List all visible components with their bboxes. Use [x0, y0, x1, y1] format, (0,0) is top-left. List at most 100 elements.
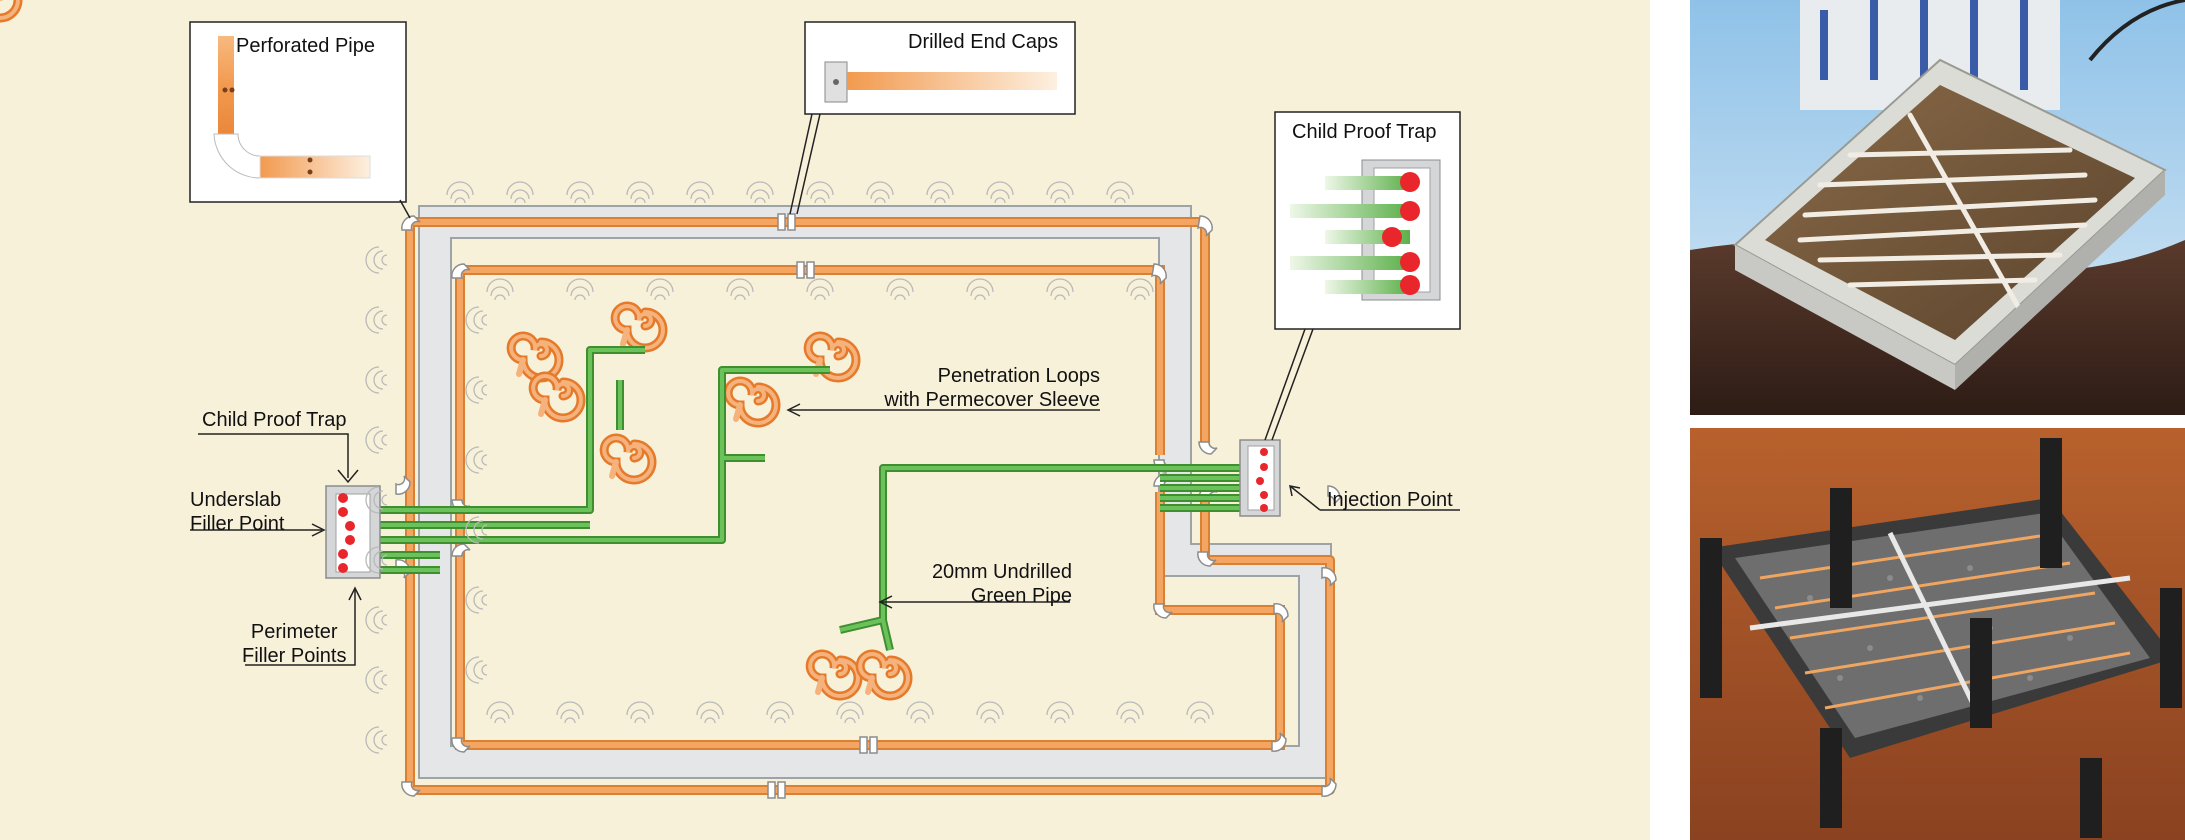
ripple-mark [446, 181, 474, 196]
ripple-mark [365, 426, 380, 454]
ripple-mark [473, 380, 484, 400]
ripple-mark [465, 376, 480, 404]
ripple-mark [994, 197, 1006, 204]
ripple-mark [630, 709, 650, 720]
ripple-mark [490, 709, 510, 720]
ripple-mark [373, 430, 384, 450]
ripple-marks [365, 181, 1214, 754]
ripple-mark [694, 197, 706, 204]
ripple-mark [840, 709, 860, 720]
ripple-mark [1050, 286, 1070, 297]
ripple-mark [986, 181, 1014, 196]
green-pipes [350, 346, 1250, 651]
ripple-mark [874, 197, 886, 204]
ripple-mark [373, 610, 384, 630]
ripple-mark [481, 314, 488, 326]
ripple-mark [686, 181, 714, 196]
ripple-mark [626, 181, 654, 196]
ripple-mark [1124, 717, 1136, 724]
ripple-mark [465, 586, 480, 614]
ripple-mark [381, 554, 388, 566]
drilled-end-caps-label: Drilled End Caps [908, 31, 1059, 53]
ripple-mark [646, 278, 674, 293]
child-proof-trap-inset [1264, 111, 1461, 441]
ripple-mark [696, 701, 724, 716]
ripple-mark [473, 450, 484, 470]
ripple-mark [766, 701, 794, 716]
ripple-mark [966, 278, 994, 293]
ripple-mark [914, 717, 926, 724]
ripple-mark [906, 701, 934, 716]
ripple-mark [1050, 709, 1070, 720]
ripple-mark [381, 734, 388, 746]
ripple-mark [373, 250, 384, 270]
ripple-mark [690, 189, 710, 200]
ripple-mark [1186, 701, 1214, 716]
elbow-fittings [395, 215, 1341, 797]
ripple-mark [514, 197, 526, 204]
ripple-mark [1054, 717, 1066, 724]
ripple-mark [373, 370, 384, 390]
ripple-mark [564, 717, 576, 724]
ripple-mark [465, 656, 480, 684]
ripple-mark [1054, 197, 1066, 204]
penetration-loops-label: Penetration Loops with Permecover Sleeve [884, 365, 1100, 411]
ripple-mark [626, 701, 654, 716]
ripple-mark [654, 294, 666, 301]
ripple-mark [650, 286, 670, 297]
ripple-mark [844, 717, 856, 724]
ripple-mark [481, 524, 488, 536]
ripple-mark [1106, 181, 1134, 196]
ripple-mark [730, 286, 750, 297]
ripple-mark [494, 717, 506, 724]
ripple-mark [465, 306, 480, 334]
ripple-mark [381, 494, 388, 506]
ripple-mark [700, 709, 720, 720]
ripple-mark [1126, 278, 1154, 293]
ripple-mark [381, 254, 388, 266]
ripple-mark [810, 286, 830, 297]
ripple-mark [365, 726, 380, 754]
ripple-mark [976, 701, 1004, 716]
ripple-mark [373, 490, 384, 510]
foundation-grid-render [1690, 428, 2185, 840]
ripple-mark [365, 606, 380, 634]
ripple-mark [556, 701, 584, 716]
perforated-pipe-inset [189, 21, 411, 219]
ripple-mark [984, 717, 996, 724]
ripple-mark [450, 189, 470, 200]
ripple-mark [870, 189, 890, 200]
ripple-mark [381, 314, 388, 326]
pipe-end-caps [767, 213, 878, 799]
ripple-mark [481, 454, 488, 466]
perforated-pipe-label: Perforated Pipe [236, 35, 375, 57]
ripple-mark [1114, 197, 1126, 204]
ripple-mark [473, 310, 484, 330]
ripple-mark [910, 709, 930, 720]
ripple-mark [381, 434, 388, 446]
drilled-end-caps-inset [789, 21, 1076, 215]
ripple-mark [481, 664, 488, 676]
ripple-mark [1130, 286, 1150, 297]
injection-point-label: Injection Point [1327, 489, 1453, 511]
ripple-mark [574, 197, 586, 204]
ripple-mark [566, 278, 594, 293]
ripple-mark [1134, 294, 1146, 301]
child-proof-trap-right-label: Child Proof Trap [1292, 121, 1437, 143]
ripple-mark [754, 197, 766, 204]
ripple-mark [506, 181, 534, 196]
ripple-mark [473, 660, 484, 680]
ripple-mark [481, 594, 488, 606]
ripple-mark [494, 294, 506, 301]
ripple-mark [634, 717, 646, 724]
ripple-mark [894, 294, 906, 301]
ripple-mark [373, 670, 384, 690]
ripple-mark [381, 674, 388, 686]
ripple-mark [574, 294, 586, 301]
ripple-mark [510, 189, 530, 200]
underslab-filler-point-label: Underslab Filler Point [190, 489, 285, 535]
ripple-mark [836, 701, 864, 716]
ripple-mark [1046, 181, 1074, 196]
ripple-mark [365, 306, 380, 334]
ripple-mark [634, 197, 646, 204]
